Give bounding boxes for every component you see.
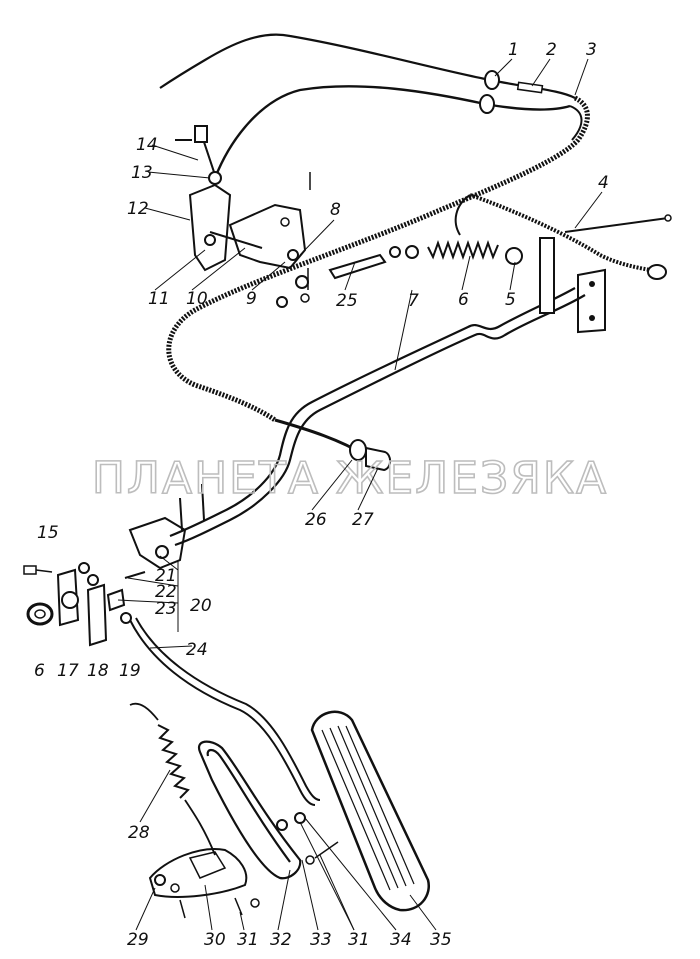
right-cable-knob [647,264,667,280]
callout-26: 26 [305,510,327,530]
right-bracket [505,237,606,334]
callout-18: 18 [87,661,109,681]
callout-2: 2 [546,40,557,60]
cable-clamps [479,70,544,114]
callout-9: 9 [246,289,257,309]
cable-joint [349,439,392,472]
callout-29: 29 [127,930,149,950]
callout-6a: 6 [458,290,469,310]
pedal-hinge [148,848,260,919]
callout-10: 10 [186,289,208,309]
callout-4: 4 [598,173,609,193]
callout-1: 1 [508,40,519,60]
callout-31a: 31 [237,930,259,950]
callout-34: 34 [390,930,412,950]
callout-32: 32 [270,930,292,950]
callout-25: 25 [336,291,358,311]
callout-7: 7 [408,291,419,311]
callout-17: 17 [57,661,79,681]
pedal-rod [129,617,321,806]
callout-14: 14 [136,135,158,155]
callout-31b: 31 [348,930,370,950]
upper-lever-bracket [175,125,311,290]
callout-22: 22 [155,582,177,602]
throttle-rod [169,287,586,547]
callout-13: 13 [131,163,153,183]
callout-11: 11 [148,289,170,309]
callout-8: 8 [330,200,341,220]
callout-15: 15 [37,523,59,543]
callout-labels: 1 2 3 4 5 6 6 7 8 9 10 11 12 13 14 15 17… [34,40,609,950]
pedal-pad [310,710,431,912]
lower-left-bracket [23,483,205,647]
leader-lines [117,58,603,931]
callout-28: 28 [128,823,150,843]
right-cable [454,193,672,280]
watermark-text: ПЛАНЕТА ЖЕЛЕЗЯКА [92,453,608,504]
callout-35: 35 [430,930,452,950]
callout-33: 33 [310,930,332,950]
callout-24: 24 [186,640,208,660]
callout-12: 12 [127,199,149,219]
callout-27: 27 [352,510,374,530]
spring-assembly [276,240,499,308]
callout-5: 5 [505,290,516,310]
callout-3: 3 [586,40,597,60]
callout-19: 19 [119,661,141,681]
callout-6b: 6 [34,661,45,681]
callout-23: 23 [155,599,177,619]
callout-20: 20 [190,596,212,616]
callout-21: 21 [155,566,177,586]
callout-30: 30 [204,930,226,950]
